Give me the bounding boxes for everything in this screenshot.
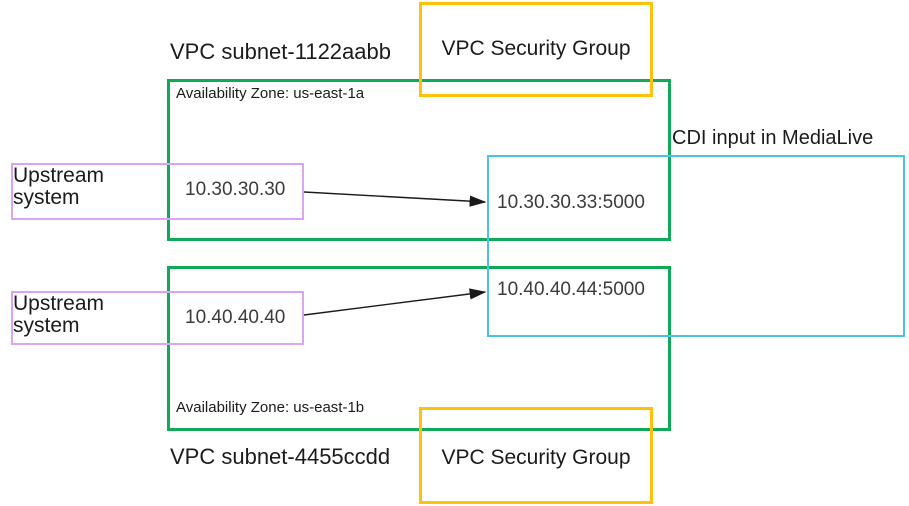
upstream-system-b-label: Upstream system — [13, 292, 105, 337]
cdi-endpoint-a-value: 10.30.30.33:5000 — [497, 192, 645, 213]
upstream-ip-b-value: 10.40.40.40 — [185, 307, 286, 328]
cdi-input-title: CDI input in MediaLive — [672, 127, 874, 149]
arrow-upstream-b-to-cdi — [303, 288, 487, 316]
cdi-endpoint-b-value: 10.40.40.44:5000 — [497, 279, 645, 300]
availability-zone-a-label: Availability Zone: us-east-1a — [176, 85, 365, 102]
upstream-ip-a-value: 10.30.30.30 — [185, 179, 286, 200]
arrow-upstream-a-to-cdi — [303, 191, 487, 207]
availability-zone-b-label: Availability Zone: us-east-1b — [176, 399, 365, 416]
security-group-top-border — [419, 2, 653, 97]
security-group-top-label: VPC Security Group — [441, 37, 631, 60]
subnet-a-title: VPC subnet-1122aabb — [170, 39, 391, 64]
upstream-system-b-border — [11, 291, 304, 345]
security-group-bottom-border — [419, 407, 653, 504]
security-group-bottom-label: VPC Security Group — [441, 446, 631, 469]
upstream-system-a-label: Upstream system — [13, 164, 105, 209]
subnet-b-title: VPC subnet-4455ccdd — [170, 444, 391, 469]
upstream-system-a-border — [11, 163, 304, 220]
cdi-input-border — [487, 155, 905, 337]
